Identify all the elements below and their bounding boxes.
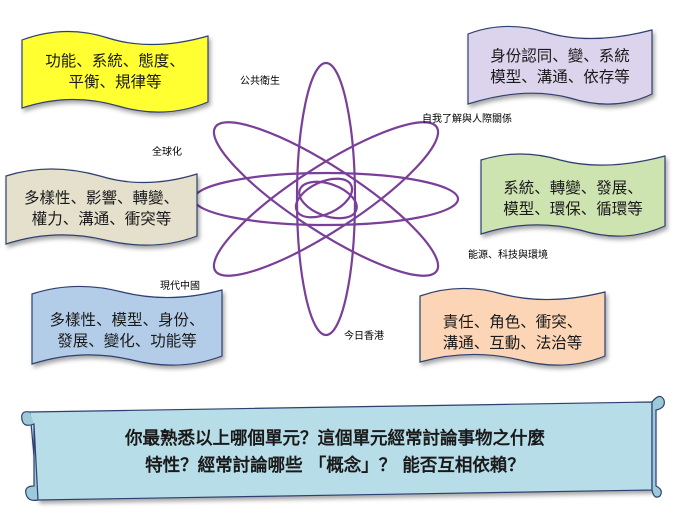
beige-box-line1: 多樣性、影響、轉變、 (23, 189, 179, 207)
ellipse-diagonal-a (212, 121, 440, 277)
purple-box-line2: 模型、溝通、依存等 (490, 68, 630, 86)
orange-box-text: 責任、角色、衝突、 溝通、互動、法治等 (420, 312, 605, 354)
atom-ellipses (192, 61, 460, 337)
ellipse-diagonal-b (212, 121, 440, 277)
beige-box (5, 168, 198, 246)
orange-box-line1: 責任、角色、衝突、 (442, 313, 583, 331)
purple-box-text: 身份認同、變、系統 模型、溝通、依存等 (468, 46, 652, 88)
label-hong-kong-today: 今日香港 (344, 331, 384, 342)
beige-box-line2: 權力、溝通、衝突等 (31, 210, 172, 228)
label-modern-china: 現代中國 (160, 281, 200, 292)
yellow-box-line1: 功能、系統、態度、 (45, 52, 185, 70)
orange-box-line2: 溝通、互動、法治等 (442, 334, 583, 352)
blue-box-line2: 發展、變化、功能等 (57, 332, 197, 350)
question-line2: 特性？經常討論哪些 「概念」？ 能否互相依賴？ (145, 456, 525, 476)
question-scroll (21, 395, 665, 501)
blue-box-text: 多樣性、模型、身份、 發展、變化、功能等 (32, 310, 222, 352)
scroll-right-curl (651, 395, 665, 498)
label-self-relations: 自我了解與人際關係 (422, 114, 512, 125)
yellow-box-line2: 平衡、規律等 (68, 73, 162, 91)
green-box-text: 系統、轉變、發展、 模型、環保、循環等 (481, 178, 665, 220)
question-line1: 你最熟悉以上哪個單元？這個單元經常討論事物之什麼 (125, 429, 545, 449)
green-box (480, 153, 666, 237)
blue-box-line1: 多樣性、模型、身份、 (49, 311, 205, 329)
label-globalization: 全球化 (152, 147, 182, 158)
yellow-box (21, 30, 209, 113)
green-box-line2: 模型、環保、循環等 (503, 200, 643, 218)
ellipse-core-b (294, 177, 354, 219)
blue-box (31, 285, 223, 366)
ellipse-core-a (298, 180, 358, 220)
label-public-health: 公共衛生 (240, 76, 280, 87)
question-text: 你最熟悉以上哪個單元？這個單元經常討論事物之什麼 特性？經常討論哪些 「概念」？… (35, 426, 635, 480)
yellow-box-text: 功能、系統、態度、 平衡、規律等 (22, 51, 208, 93)
ellipse-vertical (295, 61, 357, 337)
purple-box (467, 25, 653, 105)
label-energy: 能源、科技與環境 (468, 250, 548, 261)
scroll-left-curl (21, 411, 39, 501)
beige-box-text: 多樣性、影響、轉變、 權力、溝通、衝突等 (6, 188, 197, 230)
green-box-line1: 系統、轉變、發展、 (503, 179, 643, 197)
purple-box-line1: 身份認同、變、系統 (490, 47, 630, 65)
orange-box (419, 287, 606, 366)
